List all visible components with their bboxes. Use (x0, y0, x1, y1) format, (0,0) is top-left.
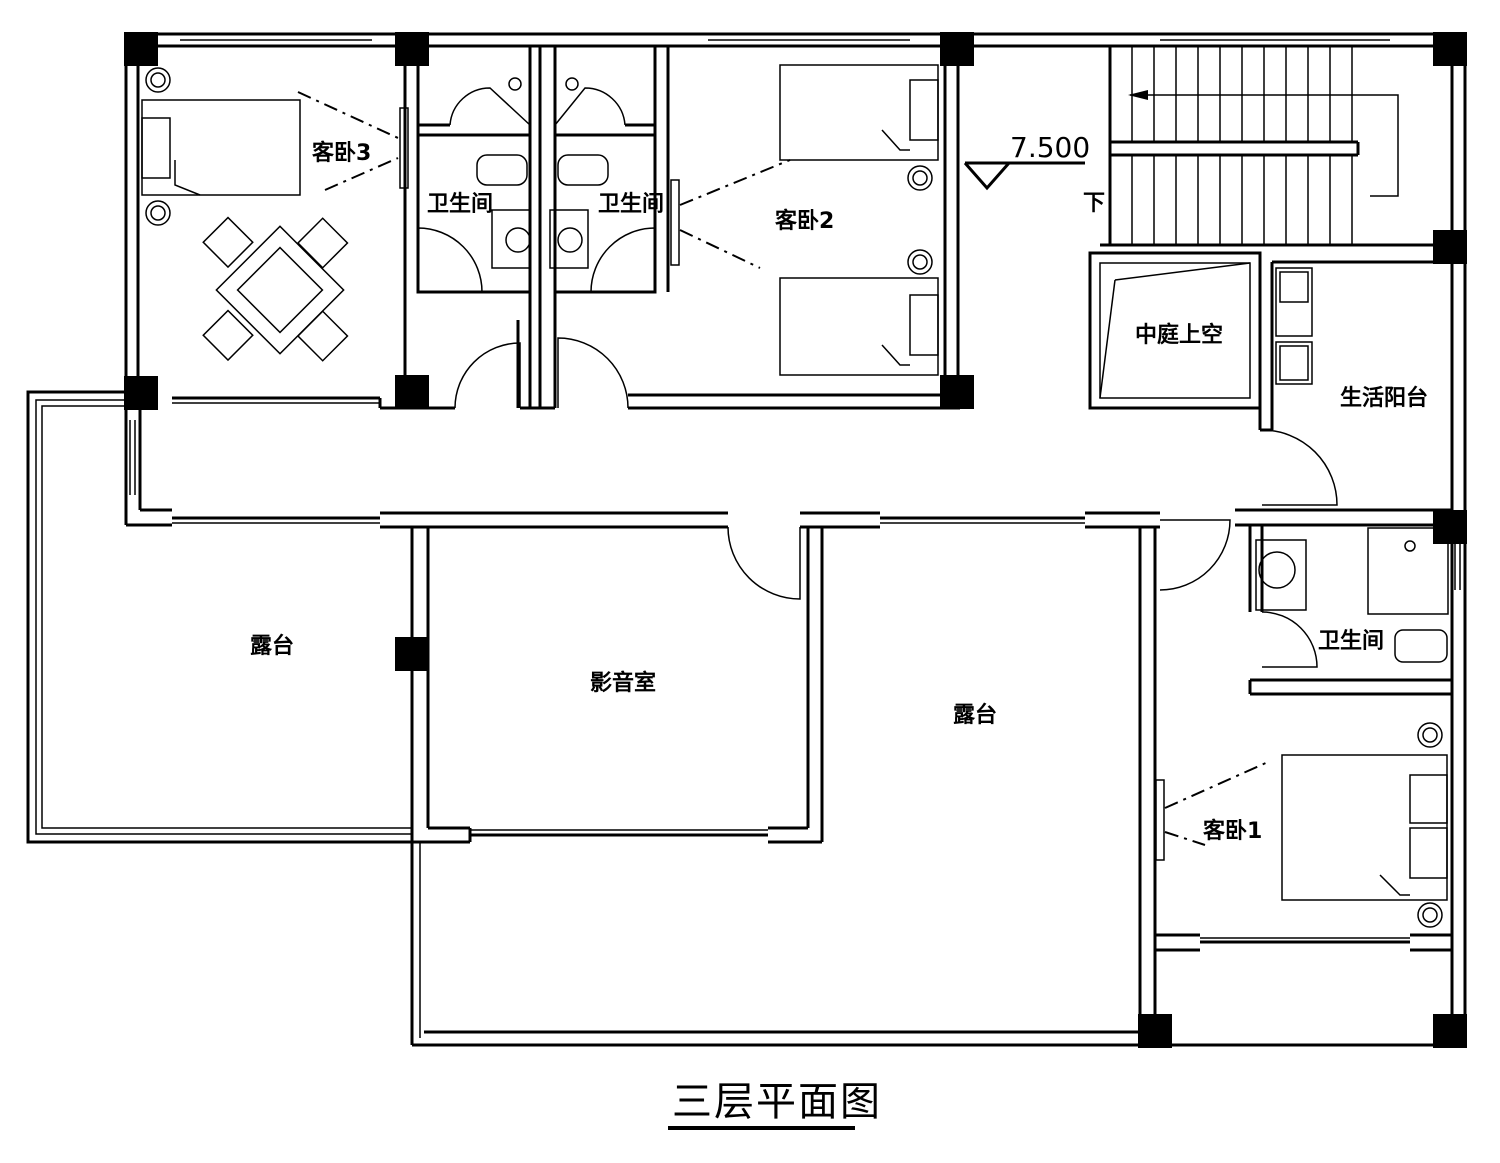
north-rooms-walls (403, 46, 960, 408)
av-room-walls (410, 527, 824, 844)
left-terrace-parapet (26, 390, 421, 1045)
furniture (141, 64, 1448, 928)
room-labels: 客卧3 卫生间 卫生间 客卧2 下 中庭上空 生活阳台 露台 影音室 露台 卫生… (250, 140, 1428, 844)
caption-title: 三层平面图 (672, 1079, 882, 1125)
label-terrace-center: 露台 (953, 702, 997, 728)
label-guest-bedroom-3: 客卧3 (312, 140, 371, 166)
drawing-caption: 三层平面图 (668, 1079, 882, 1130)
corridor-walls (124, 393, 1452, 529)
sightlines (297, 91, 1269, 846)
columns (124, 32, 1467, 1048)
label-bathroom-right: 卫生间 (1318, 629, 1384, 654)
label-guest-bedroom-2: 客卧2 (775, 208, 834, 234)
label-terrace-left: 露台 (250, 633, 294, 659)
label-atrium-void: 中庭上空 (1135, 322, 1223, 348)
elevation-value: 7.500 (1010, 131, 1090, 164)
staircase (1100, 46, 1452, 247)
label-utility-balcony: 生活阳台 (1340, 385, 1428, 411)
atrium-and-balcony-walls (1088, 251, 1452, 432)
label-guest-bedroom-1: 客卧1 (1203, 818, 1262, 844)
doors (399, 87, 1338, 861)
label-av-room: 影音室 (590, 670, 656, 696)
label-bathroom-left: 卫生间 (427, 192, 493, 217)
elevation-mark: 7.500 (963, 131, 1090, 191)
label-bathroom-mid: 卫生间 (598, 192, 664, 217)
stair-down-label: 下 (1083, 191, 1105, 216)
east-rooms-walls (1138, 525, 1461, 1045)
